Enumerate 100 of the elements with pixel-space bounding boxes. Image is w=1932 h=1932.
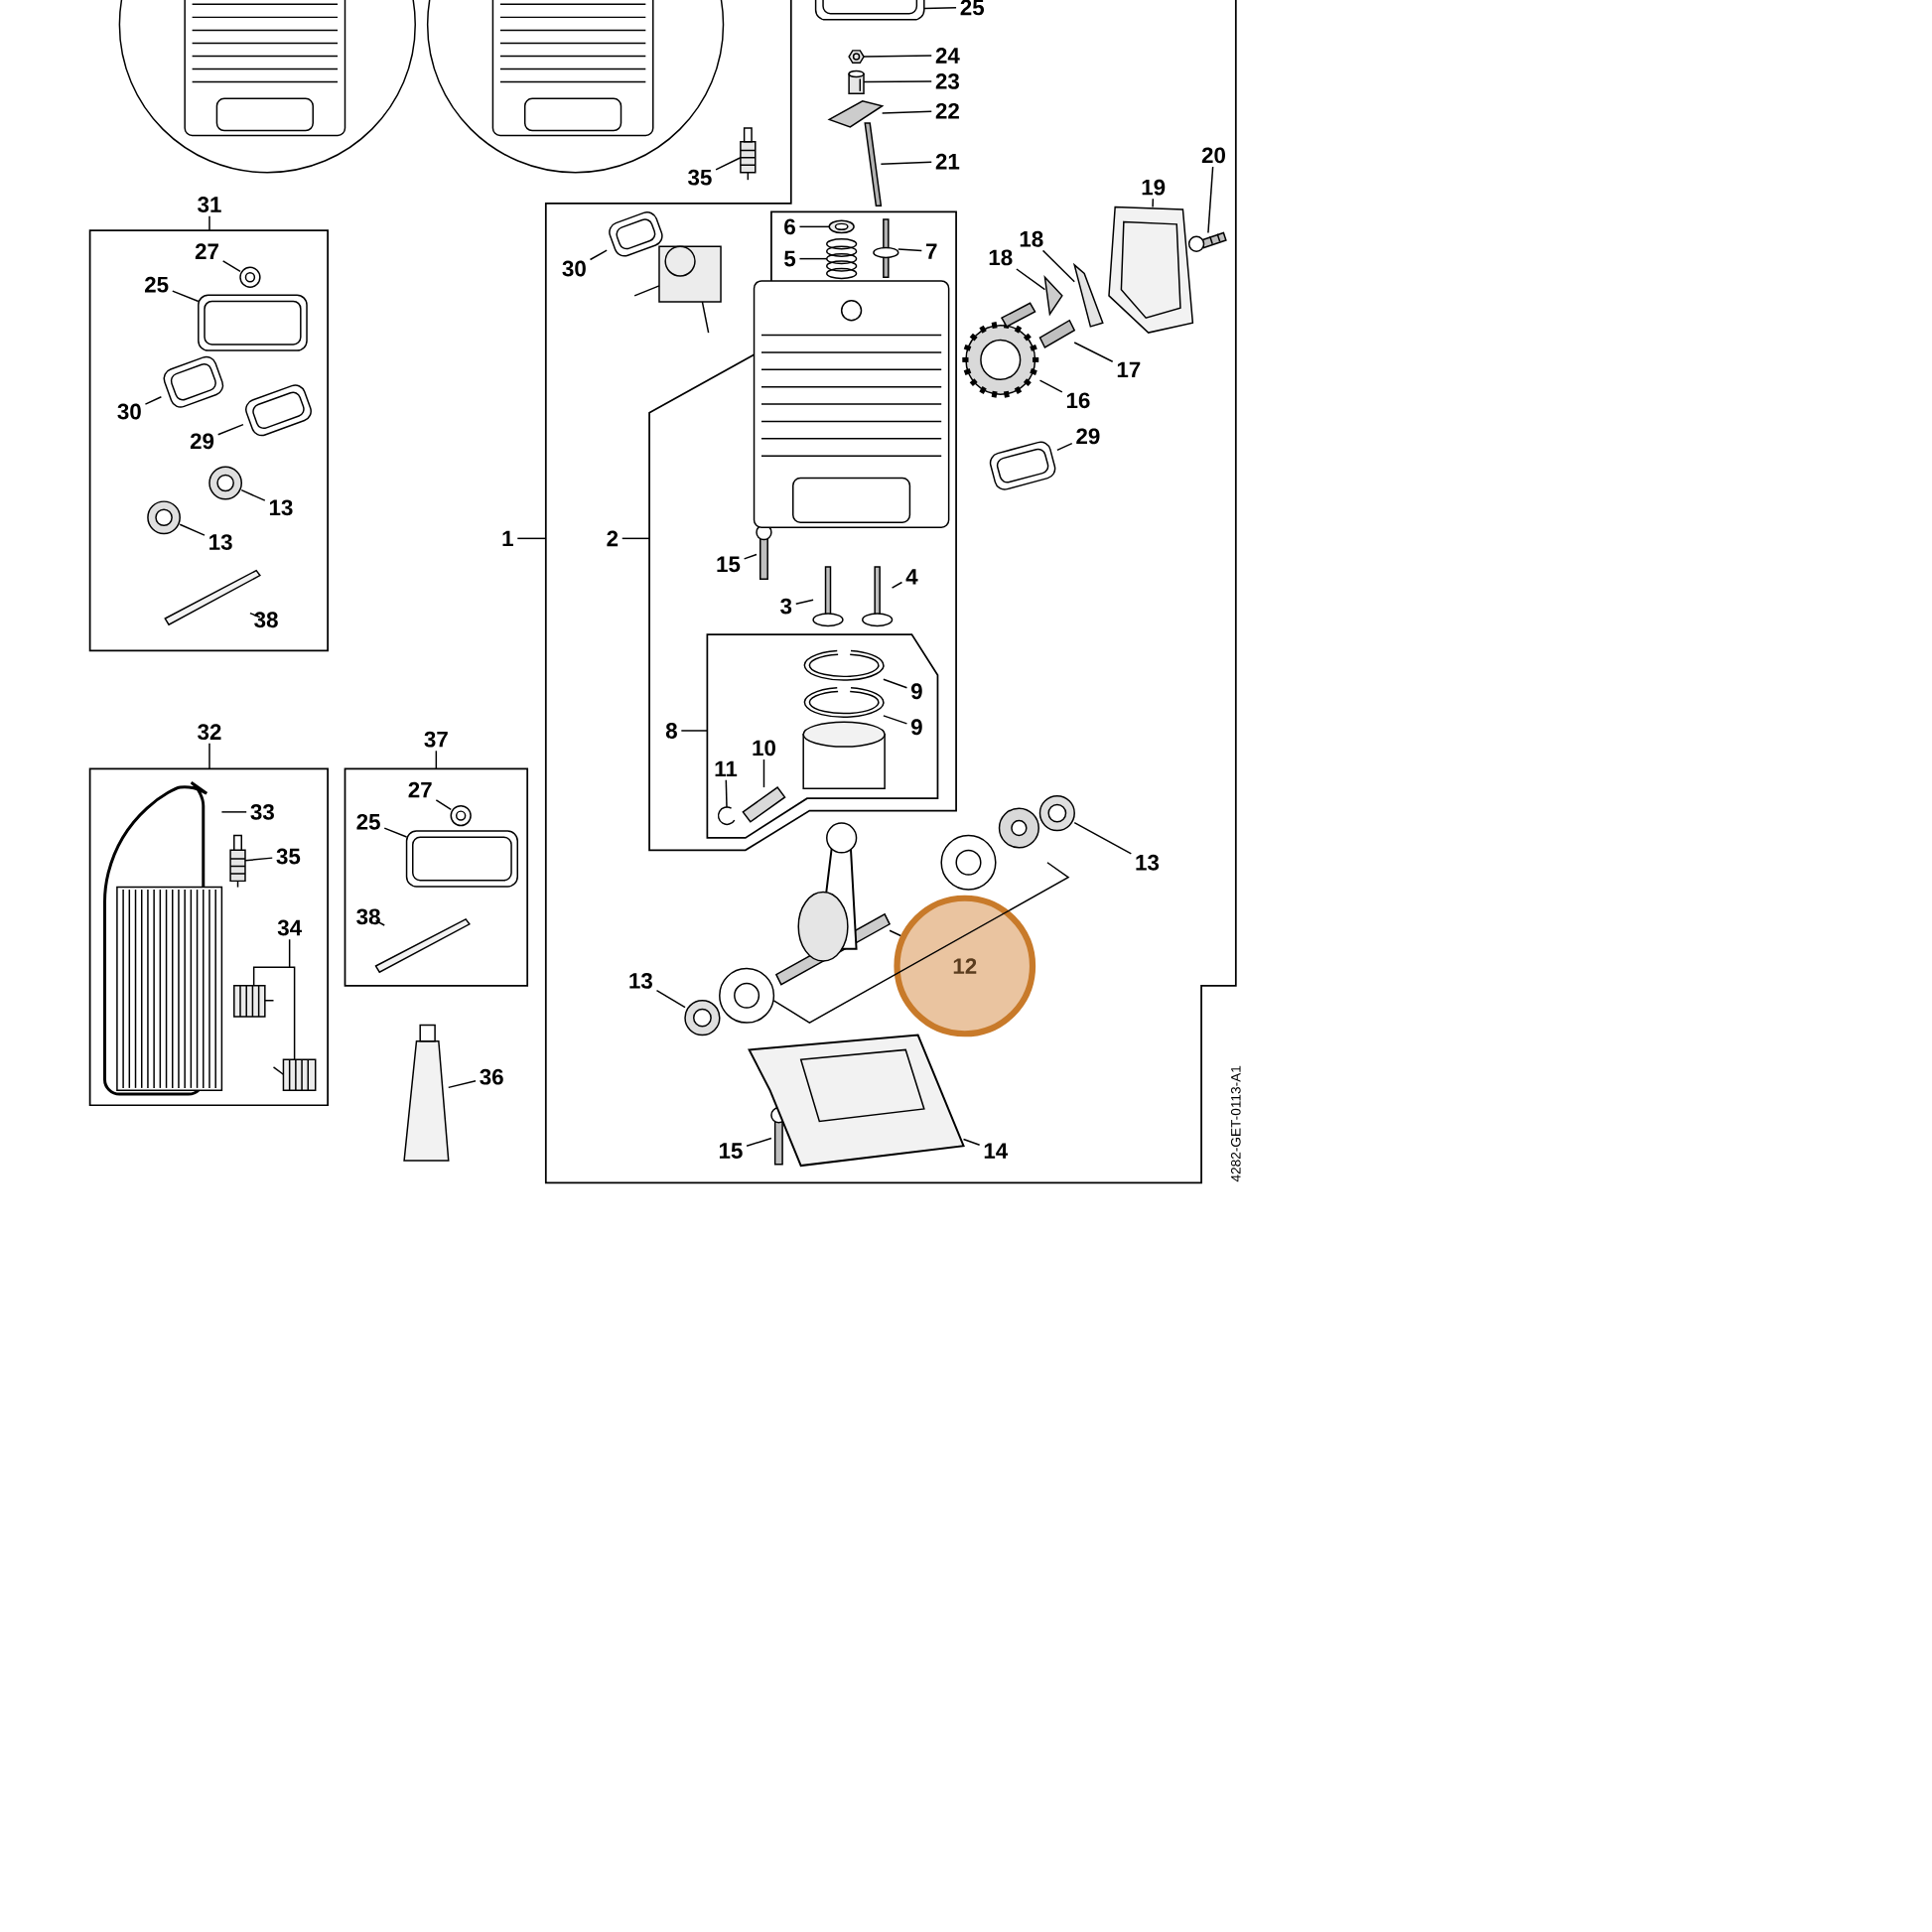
callout-number: 15 xyxy=(717,556,741,573)
spark-plug-drawing xyxy=(229,834,246,889)
callout-number: 9 xyxy=(910,683,922,700)
bolt-drawing xyxy=(1187,231,1227,252)
valve-drawing xyxy=(812,566,844,627)
leader-line xyxy=(1041,249,1075,283)
callout-number: 29 xyxy=(1076,428,1100,445)
leader-line xyxy=(863,55,932,58)
gasket-drawing xyxy=(814,0,925,21)
seal-drawing xyxy=(147,500,181,535)
sleeve-drawing xyxy=(848,69,865,95)
leader-line xyxy=(1016,268,1046,291)
callout-number: 38 xyxy=(254,612,278,628)
callout-number: 21 xyxy=(935,153,960,170)
callout-number: 20 xyxy=(1201,147,1225,164)
stud-drawing xyxy=(873,218,899,278)
leader-line xyxy=(244,857,273,862)
callout-number: 25 xyxy=(960,0,984,16)
gasket-drawing xyxy=(609,211,663,257)
leader-line xyxy=(179,523,206,536)
leader-line xyxy=(216,423,244,436)
callout-number: 10 xyxy=(753,740,775,757)
callout-number: 18 xyxy=(1020,230,1043,247)
leader-line xyxy=(221,260,241,273)
leader-line xyxy=(1073,821,1133,855)
leader-line xyxy=(1056,442,1073,452)
callout-number: 37 xyxy=(424,731,448,748)
leader-line xyxy=(863,80,932,83)
washer-drawing xyxy=(828,219,855,234)
leader-line xyxy=(252,938,296,1061)
leader-line xyxy=(1152,198,1155,208)
callout-number: 35 xyxy=(276,848,301,865)
leader-line xyxy=(798,257,828,260)
callout-number: 27 xyxy=(195,243,218,259)
leader-line xyxy=(795,599,814,605)
seal-drawing xyxy=(208,466,242,500)
leader-line xyxy=(880,161,932,166)
callout-number: 13 xyxy=(209,534,232,550)
gasket-drawing xyxy=(245,384,312,437)
leader-line xyxy=(448,1079,477,1089)
callout-number: 19 xyxy=(1142,179,1166,196)
callout-number: 32 xyxy=(198,724,221,741)
callout-number: 9 xyxy=(910,719,922,736)
gasket-drawing xyxy=(405,830,518,888)
fuel-filter-drawing xyxy=(233,985,275,1018)
leader-line xyxy=(1073,342,1114,362)
gasket-drawing xyxy=(163,355,224,408)
group-frame xyxy=(88,767,329,1107)
callout-number: 5 xyxy=(784,250,796,267)
callout-number: 27 xyxy=(408,781,432,798)
leader-line xyxy=(897,248,923,252)
leader-line xyxy=(680,730,709,732)
leader-line xyxy=(516,537,547,540)
seal-drawing xyxy=(684,1000,721,1036)
leader-line xyxy=(923,7,957,10)
callout-number: 3 xyxy=(780,598,792,615)
callout-number: 30 xyxy=(117,403,141,420)
cover-drawing xyxy=(1108,206,1194,334)
leader-line xyxy=(881,110,932,114)
pushrod-drawing xyxy=(864,122,883,207)
callout-number: 38 xyxy=(356,908,380,925)
leader-line xyxy=(589,249,608,261)
leader-line xyxy=(208,743,210,770)
callout-number: 1 xyxy=(502,530,513,547)
callout-number: 8 xyxy=(665,723,677,739)
callout-number: 16 xyxy=(1066,392,1090,409)
callout-number: 31 xyxy=(198,197,221,212)
leader-line xyxy=(621,537,650,540)
leader-line xyxy=(220,811,247,813)
leader-line xyxy=(883,715,908,725)
callout-number: 13 xyxy=(269,499,293,516)
spring-drawing xyxy=(826,238,858,280)
group-frame xyxy=(344,767,529,987)
callout-number: 30 xyxy=(562,260,586,277)
leader-line xyxy=(1038,379,1063,393)
grease-tube-drawing xyxy=(403,1024,450,1162)
group-frame xyxy=(88,229,329,652)
callout-number: 7 xyxy=(926,243,937,259)
leader-line xyxy=(883,678,908,689)
o-ring-drawing xyxy=(239,266,261,288)
piston-pin-drawing xyxy=(742,786,786,823)
seal-drawing xyxy=(1038,795,1075,832)
callout-number: 11 xyxy=(715,760,738,777)
fuel-filter-drawing xyxy=(272,1058,317,1092)
leader-line xyxy=(746,1137,772,1147)
group-frame xyxy=(648,210,957,852)
callout-number: 29 xyxy=(190,433,214,450)
air-filter-drawing xyxy=(103,780,223,1096)
callout-number: 17 xyxy=(1117,361,1141,377)
callout-number: 22 xyxy=(935,102,959,119)
leader-line xyxy=(144,395,163,405)
leader-line xyxy=(1207,166,1214,234)
callout-number: 13 xyxy=(1136,854,1160,871)
leader-line xyxy=(798,225,830,228)
callout-number: 24 xyxy=(935,48,960,64)
leader-line xyxy=(435,799,452,811)
callout-number: 25 xyxy=(144,276,169,293)
leader-line xyxy=(889,929,901,937)
leader-line xyxy=(743,553,758,560)
leader-line xyxy=(374,919,385,926)
